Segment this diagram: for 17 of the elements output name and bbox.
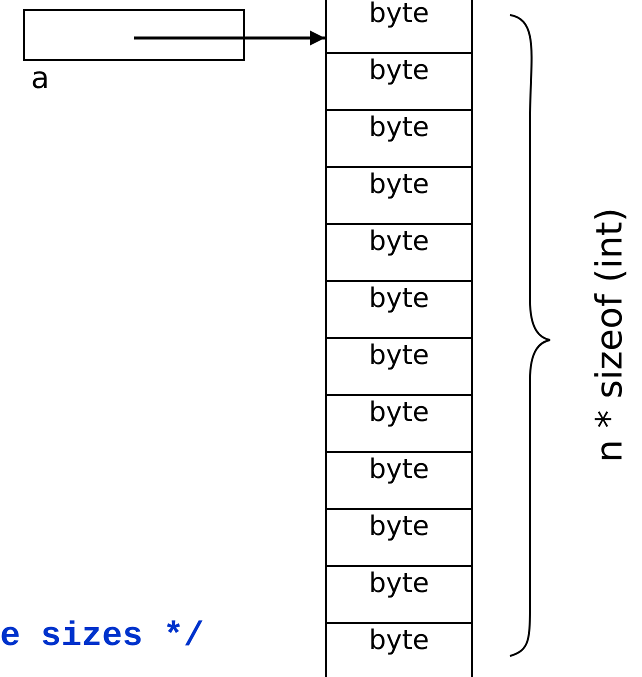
size-label: n * sizeof (int) [590,208,630,462]
memory-cell: byte [325,622,473,677]
memory-cell: byte [325,394,473,453]
memory-cell: byte [325,166,473,225]
arrow [134,30,325,46]
memory-cell: byte [325,508,473,567]
memory-cell: byte [325,223,473,282]
memory-cell: byte [325,565,473,624]
memory-cell: byte [325,109,473,168]
memory-cell: byte [325,337,473,396]
memory-cell: byte [325,280,473,339]
variable-name: a [31,63,50,95]
memory-cell: byte [325,52,473,111]
pointer-box [23,9,245,61]
memory-cell: byte [325,451,473,510]
memory-cell: byte [325,0,473,54]
code-comment: e sizes */ [0,618,204,656]
